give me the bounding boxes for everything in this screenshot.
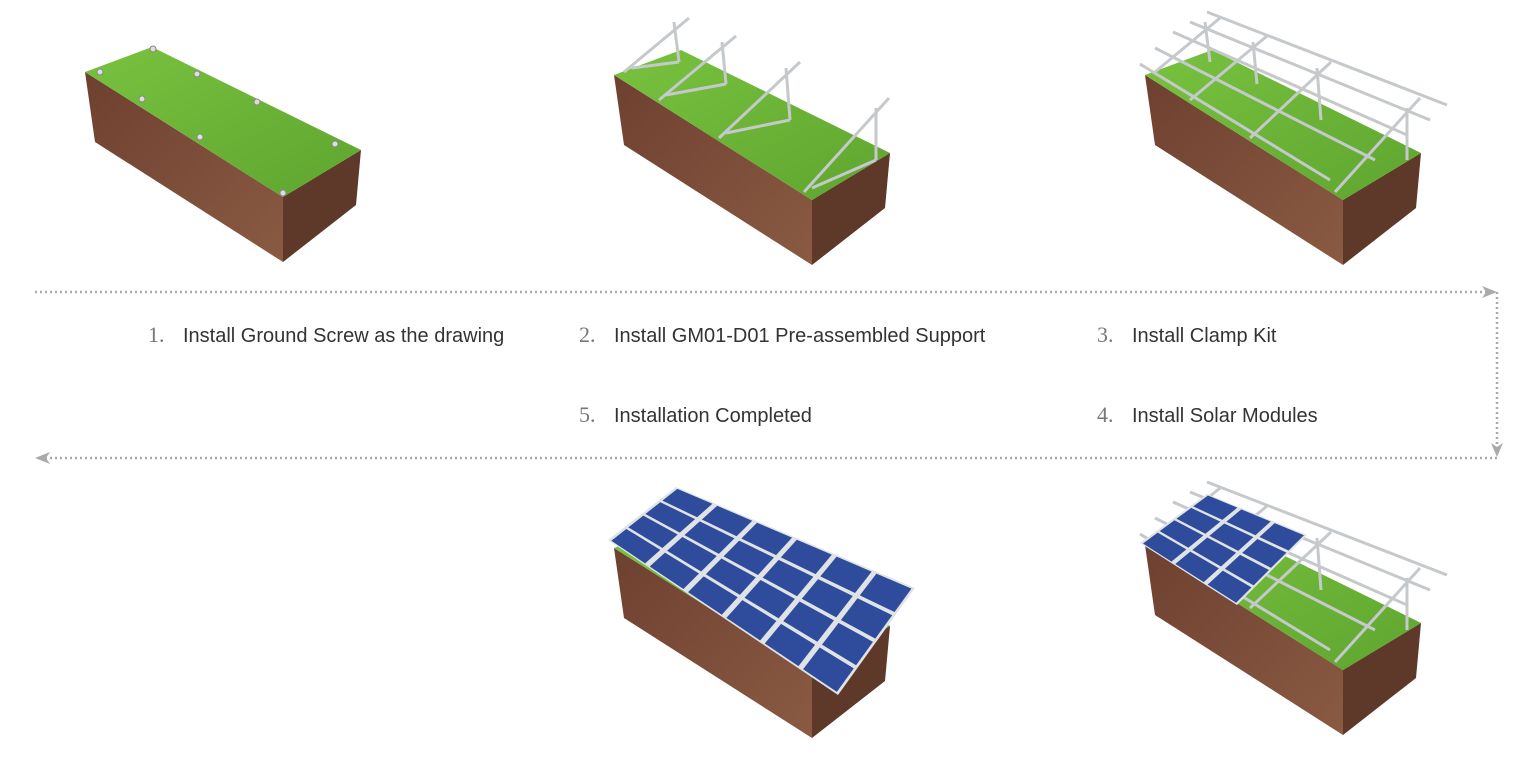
step-number: 2. xyxy=(579,322,596,347)
arrow-right-icon xyxy=(1482,286,1497,298)
solar-panel xyxy=(1209,523,1254,551)
solar-panel xyxy=(1259,523,1304,551)
solar-panel xyxy=(1224,554,1269,586)
solar-panel xyxy=(840,598,893,639)
solar-panel xyxy=(1193,495,1238,520)
step1-illustration xyxy=(85,45,361,262)
arrow-down-icon xyxy=(1491,443,1503,457)
flow-path xyxy=(35,290,1499,460)
step-label: Install GM01-D01 Pre-assembled Support xyxy=(614,325,986,347)
solar-panel xyxy=(705,558,756,595)
solar-panel xyxy=(1159,520,1204,548)
solar-panel xyxy=(820,556,872,594)
solar-panel xyxy=(803,647,854,692)
solar-panel xyxy=(1207,570,1252,603)
arrow-left-icon xyxy=(35,452,50,464)
solar-panel xyxy=(1242,538,1287,568)
solar-panel xyxy=(821,622,874,666)
solar-panel xyxy=(723,540,774,576)
solar-panel xyxy=(611,528,661,564)
solar-panel xyxy=(1142,532,1187,562)
solar-panel xyxy=(1175,551,1219,583)
step-label: Installation Completed xyxy=(614,405,812,427)
solar-panel xyxy=(1176,507,1221,534)
solar-panel xyxy=(667,537,717,572)
step-number: 5. xyxy=(579,402,596,427)
step-label: Install Solar Modules xyxy=(1132,405,1318,427)
solar-panel xyxy=(744,579,795,619)
step-number: 4. xyxy=(1097,402,1114,427)
solar-panel xyxy=(726,600,777,641)
solar-panel xyxy=(684,521,735,554)
step-number: 1. xyxy=(148,322,165,347)
step4-solar-panels xyxy=(1140,494,1307,605)
solar-panel xyxy=(649,552,700,590)
solar-panel xyxy=(762,559,814,597)
step-label: Install Clamp Kit xyxy=(1132,325,1277,347)
step3-illustration xyxy=(1139,10,1448,265)
step-4: 4. Install Solar Modules xyxy=(1097,402,1318,428)
solar-panel xyxy=(801,579,853,618)
step-3: 3. Install Clamp Kit xyxy=(1097,322,1277,348)
solar-panel xyxy=(741,522,793,556)
solar-panel xyxy=(688,576,738,615)
solar-panel xyxy=(662,488,713,518)
step-label: Install Ground Screw as the drawing xyxy=(183,325,505,347)
step-1: 1. Install Ground Screw as the drawing xyxy=(148,322,504,348)
solar-panel xyxy=(859,573,912,613)
solar-panel xyxy=(1226,509,1271,536)
step-5: 5. Installation Completed xyxy=(579,402,812,428)
step2-illustration xyxy=(614,16,891,265)
step5-solar-panels xyxy=(608,487,915,695)
solar-panel xyxy=(780,539,832,575)
step-2: 2. Install GM01-D01 Pre-assembled Suppor… xyxy=(579,322,985,348)
solar-panel xyxy=(628,515,678,548)
solar-panel xyxy=(645,502,696,533)
solar-panel xyxy=(783,601,834,642)
solar-panel xyxy=(701,505,753,537)
step-number: 3. xyxy=(1097,322,1114,347)
solar-panel xyxy=(1192,537,1237,567)
solar-panel xyxy=(764,623,816,667)
